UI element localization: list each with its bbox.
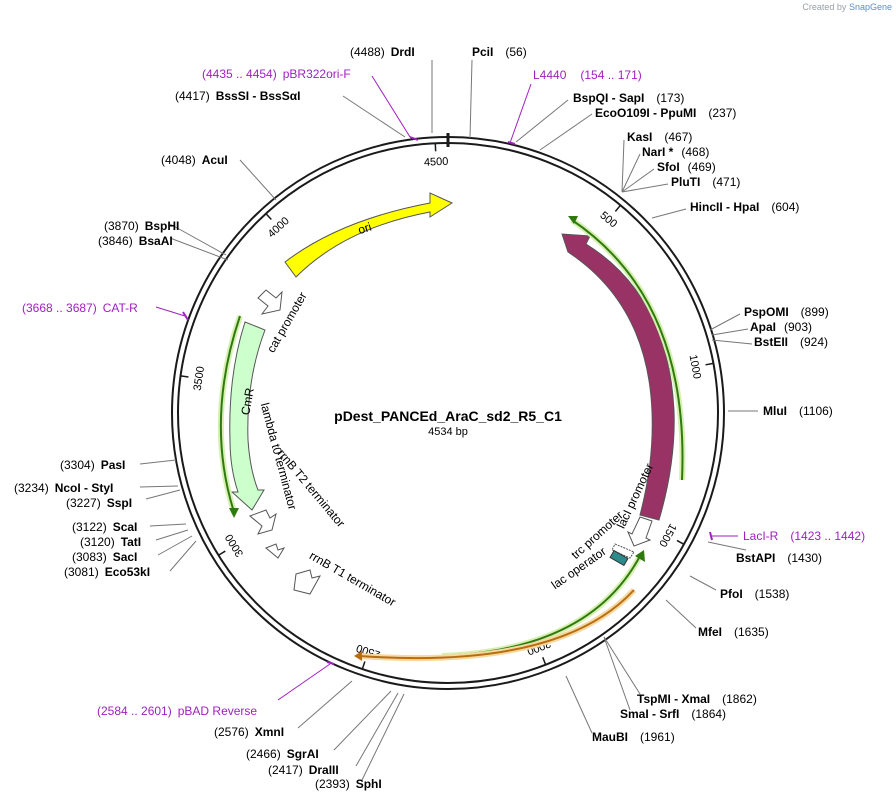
pbr322ori-f-mark[interactable] (409, 136, 419, 141)
tick-mark-3500 (180, 375, 189, 378)
site-sphi[interactable]: (2393)SphI (315, 777, 382, 791)
site-bsssi[interactable]: (4417)BssSI - BssSαI (175, 89, 300, 103)
site-saci[interactable]: (3083)SacI (72, 550, 137, 564)
site-labels: (4488)DrdI PciI(56) BspQI - SapI(173) Ec… (14, 45, 833, 791)
pbad-reverse-mark[interactable] (326, 661, 335, 665)
lambda-t0-terminator-arrow[interactable] (249, 509, 277, 535)
site-pluti[interactable]: PluTI(471) (671, 175, 740, 189)
site-pfoi[interactable]: PfoI(1538) (720, 587, 789, 601)
site-hincii[interactable]: HincII - HpaI(604) (690, 200, 799, 214)
site-mlui[interactable]: MluI(1106) (763, 404, 833, 418)
ori-feature-arrow[interactable] (284, 192, 454, 278)
tick-mark-1500 (676, 539, 685, 545)
cat-promoter-arrow[interactable] (257, 289, 283, 315)
site-eco53ki[interactable]: (3081)Eco53kI (64, 565, 150, 579)
snapgene-logo: SnapGene (848, 2, 892, 12)
site-bsaai[interactable]: (3846)BsaAI (98, 234, 173, 248)
site-smai[interactable]: SmaI - SrfI(1864) (620, 707, 726, 721)
tick-mark-2500 (361, 661, 366, 670)
primer-l4440[interactable]: L4440(154 .. 171) (533, 68, 642, 82)
primer-labels: (4435 .. 4454)pBR322ori-F L4440(154 .. 1… (22, 67, 865, 718)
site-draiii[interactable]: (2417)DraIII (268, 763, 339, 777)
leader-lines (139, 59, 758, 781)
tick-mark-2000 (542, 656, 547, 665)
tick-label-1500: 1500 (656, 521, 678, 548)
cmr-label: CmR (238, 387, 257, 417)
laci-r-mark[interactable] (709, 531, 713, 541)
site-apai[interactable]: ApaI(903) (750, 320, 812, 334)
cmr-feature-arrow[interactable] (229, 321, 266, 511)
site-tspmi[interactable]: TspMI - XmaI(1862) (637, 692, 757, 706)
lac-operator-box[interactable] (609, 549, 629, 567)
site-drdi[interactable]: (4488)DrdI (350, 45, 415, 59)
tick-mark-500 (614, 204, 622, 212)
cat-r-mark[interactable] (182, 311, 189, 321)
primer-marks (182, 136, 713, 665)
site-nari[interactable]: NarI *(468) (642, 145, 709, 159)
tick-label-500: 500 (597, 209, 619, 230)
l4440-mark[interactable] (507, 141, 516, 145)
ori-label: ori (356, 220, 373, 237)
primer-cat-r[interactable]: (3668 .. 3687)CAT-R (22, 301, 138, 315)
site-pasi[interactable]: (3304)PasI (60, 458, 125, 472)
plasmid-name: pDest_PANCEd_AraC_sd2_R5_C1 (334, 408, 562, 424)
site-bsphi[interactable]: (3870)BspHI (104, 219, 179, 233)
site-scai[interactable]: (3122)ScaI (72, 520, 137, 534)
site-bsteii[interactable]: BstEII(924) (754, 335, 828, 349)
site-pcii[interactable]: PciI(56) (472, 45, 527, 59)
tick-label-3000: 3000 (223, 532, 246, 559)
tick-label-4000: 4000 (266, 215, 292, 240)
laci-feature-arrow[interactable] (561, 233, 675, 521)
primer-pbr322ori-f[interactable]: (4435 .. 4454)pBR322ori-F (202, 67, 351, 81)
trc-promoter-arrow[interactable] (611, 543, 635, 559)
site-sspi[interactable]: (3227)SspI (66, 496, 132, 510)
tick-label-4500: 4500 (424, 156, 449, 169)
site-tati[interactable]: (3120)TatI (80, 535, 141, 549)
primer-laci-r[interactable]: LacI-R(1423 .. 1442) (743, 529, 865, 543)
site-acui[interactable]: (4048)AcuI (161, 153, 228, 167)
tick-mark-4000 (265, 213, 272, 221)
rrnb-t2-terminator-arrow[interactable] (265, 543, 286, 559)
laci-promoter-arrow[interactable] (627, 516, 653, 547)
site-bspqi[interactable]: BspQI - SapI(173) (573, 91, 684, 105)
site-sgrai[interactable]: (2466)SgrAI (246, 747, 319, 761)
site-ecoo109i[interactable]: EcoO109I - PpuMI(237) (595, 106, 736, 120)
site-ncoi[interactable]: (3234)NcoI - StyI (14, 481, 113, 495)
tick-mark-1000 (705, 362, 714, 366)
tick-label-3500: 3500 (192, 366, 207, 392)
tick-mark-3000 (218, 550, 226, 556)
credit-prefix: Created by (802, 2, 847, 12)
primer-pbad-reverse[interactable]: (2584 .. 2601)pBAD Reverse (97, 704, 257, 718)
rrnb-t1-terminator-label: rrnB T1 terminator (307, 548, 398, 609)
rrnb-t1-terminator-arrow[interactable] (293, 569, 321, 595)
site-maubi[interactable]: MauBI(1961) (592, 730, 675, 744)
snapgene-credit: Created by SnapGene (802, 2, 892, 12)
site-sfoi[interactable]: SfoI(469) (657, 160, 716, 174)
site-pspomi[interactable]: PspOMI(899) (744, 305, 829, 319)
backbone (171, 133, 725, 690)
site-mfei[interactable]: MfeI(1635) (698, 625, 769, 639)
plasmid-length: 4534 bp (428, 426, 468, 438)
site-bstapi[interactable]: BstAPI(1430) (736, 551, 822, 565)
tick-label-1000: 1000 (687, 354, 703, 380)
orf-arcs (217, 216, 686, 662)
site-xmni[interactable]: (2576)XmnI (214, 725, 284, 739)
site-kasi[interactable]: KasI(467) (627, 130, 692, 144)
